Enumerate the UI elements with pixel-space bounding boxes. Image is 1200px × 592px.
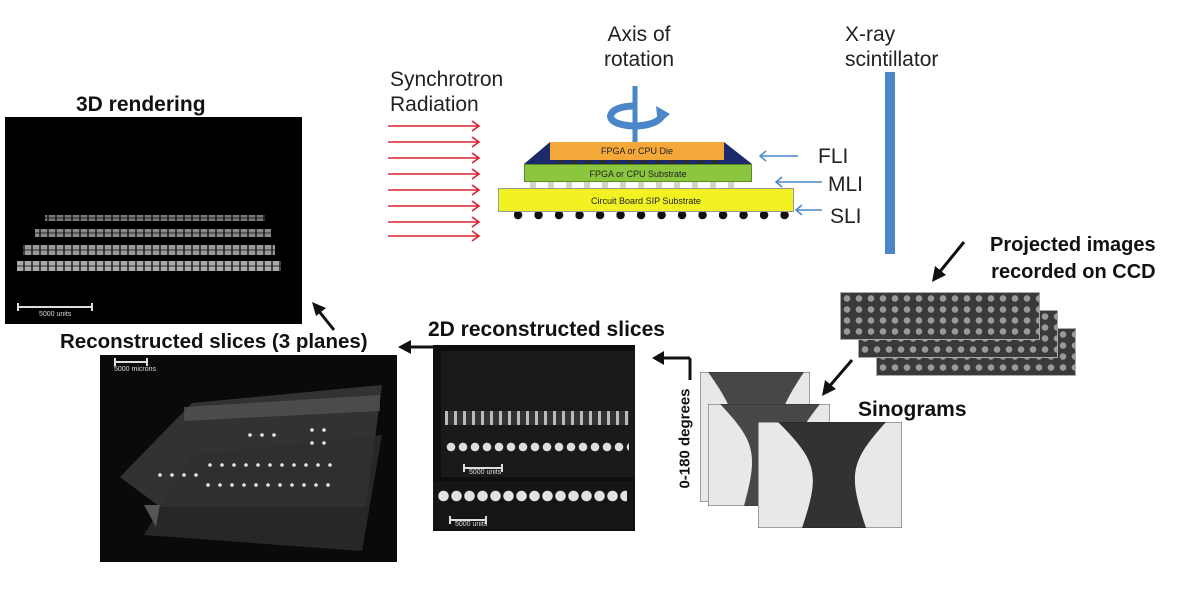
- arrow-to-sinograms: [822, 359, 854, 396]
- sli-label: SLI: [830, 205, 862, 228]
- 3-planes-scale-label: 5000 microns: [114, 366, 157, 373]
- mli-label: MLI: [828, 173, 864, 196]
- radiation-arrow: [388, 216, 481, 228]
- arrow-to-3d-rendering: [312, 302, 336, 331]
- radiation-arrow: [388, 168, 481, 180]
- slice-top: 5000 units: [441, 351, 635, 477]
- chip-package: FPGA or CPU Die FPGA or CPU Substrate Ci…: [498, 138, 798, 230]
- 2d-slices-panel: 5000 units 5000 units: [433, 345, 635, 531]
- slice-bottom: 5000 units: [433, 481, 633, 529]
- solder-ball-rows: [17, 213, 281, 273]
- mli-arrow: [774, 176, 822, 188]
- radiation-arrows: [388, 120, 481, 242]
- radiation-arrow: [388, 184, 481, 196]
- slice-top-scale-bar: [463, 464, 503, 472]
- fli-arrow: [758, 150, 798, 162]
- 3d-rendering-scale-label: 5000 units: [39, 311, 72, 318]
- radiation-arrow: [388, 120, 481, 132]
- radiation-arrow: [388, 152, 481, 164]
- slice-top-scale-label: 5000 units: [469, 469, 502, 476]
- substrate-bumps: [530, 182, 746, 188]
- 2d-slices-label: 2D reconstructed slices: [428, 318, 665, 341]
- sli-arrow: [794, 204, 822, 216]
- sinogram: [758, 422, 902, 528]
- cpu-substrate: FPGA or CPU Substrate: [524, 164, 752, 182]
- arrow-to-3-planes: [398, 340, 440, 354]
- slice-bottom-scale-bar: [449, 516, 487, 524]
- 3-planes-scale-bar: [114, 358, 148, 366]
- fli-label: FLI: [818, 145, 849, 168]
- radiation-arrow: [388, 136, 481, 148]
- synchrotron-radiation-label: Synchrotron Radiation: [390, 68, 504, 116]
- 3-planes-panel: 5000 microns: [100, 355, 397, 562]
- 3d-rendering-scale-bar: [17, 303, 93, 311]
- rotation-axis-icon: [607, 86, 670, 142]
- axis-of-rotation-label: Axis of rotation: [604, 23, 675, 71]
- radiation-arrow: [388, 230, 481, 242]
- radiation-arrow: [388, 200, 481, 212]
- arrow-to-2d-slices: [652, 351, 692, 380]
- degrees-axis-label: 0-180 degrees: [676, 388, 694, 489]
- xray-scintillator-label: X-ray scintillator: [845, 23, 939, 71]
- 3-planes-label: Reconstructed slices (3 planes): [60, 330, 368, 353]
- slice-bottom-scale-label: 5000 units: [455, 521, 488, 528]
- projected-image: [840, 292, 1040, 340]
- sinogram-stack: [700, 370, 910, 530]
- die-bumps: [558, 160, 718, 164]
- arrow-to-projections: [932, 241, 966, 282]
- scintillator-plate: [885, 72, 895, 254]
- interface-arrows: [758, 150, 822, 216]
- cpu-die: FPGA or CPU Die: [550, 142, 724, 160]
- 3d-rendering-label: 3D rendering: [76, 93, 206, 116]
- 3d-rendering-panel: 5000 units: [5, 117, 302, 324]
- circuit-board: Circuit Board SIP Substrate: [498, 188, 794, 212]
- board-balls: [514, 212, 790, 221]
- projected-image-stack: [840, 290, 1080, 380]
- projected-images-label: Projected images recorded on CCD: [990, 234, 1156, 283]
- sinograms-label: Sinograms: [858, 398, 967, 421]
